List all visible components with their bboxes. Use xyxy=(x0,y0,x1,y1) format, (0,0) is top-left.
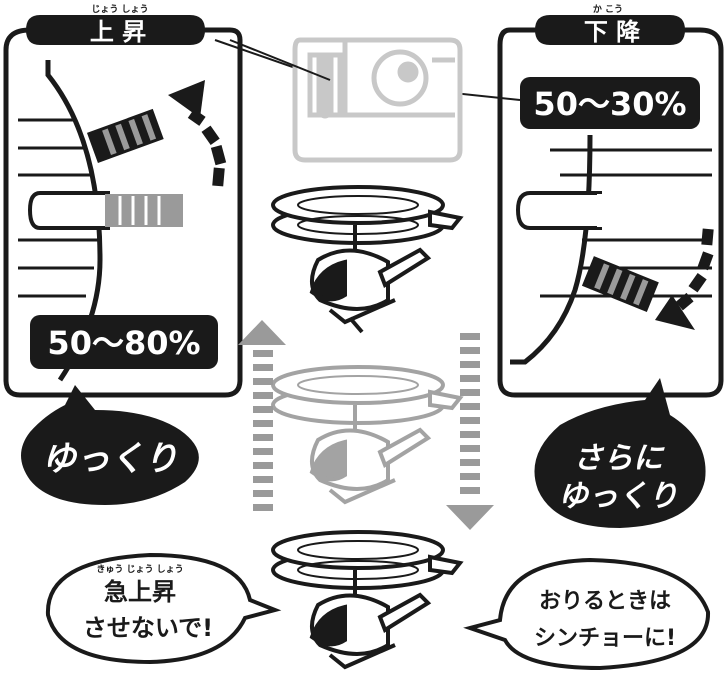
ascend-dashed-arrow xyxy=(238,320,286,511)
left-neutral-stick xyxy=(27,191,183,230)
svg-text:50〜30%: 50〜30% xyxy=(533,85,686,123)
right-neutral-stick xyxy=(515,191,677,230)
left-title: 上 昇 xyxy=(90,18,146,46)
right-descend-panel: か こう 下 降 50〜30% xyxy=(329,4,724,398)
left-speech-bubble: ゆっくり xyxy=(21,385,199,505)
left-ascend-panel: じょう しょう 上 昇 xyxy=(3,4,331,398)
svg-text:きゅう じょう しょう: きゅう じょう しょう xyxy=(96,564,183,575)
left-title-ruby: じょう しょう xyxy=(91,4,148,15)
svg-text:ゆっくり: ゆっくり xyxy=(558,479,678,514)
right-title-tab: か こう 下 降 xyxy=(535,4,685,46)
left-title-tab: じょう しょう 上 昇 xyxy=(26,4,205,46)
controller-icon xyxy=(292,37,463,163)
left-raised-stick xyxy=(86,108,164,163)
descend-dashed-arrow xyxy=(446,333,494,530)
bottom-left-speech-bubble: きゅう じょう しょう 急上昇 させないで! xyxy=(45,552,282,665)
svg-text:急上昇: 急上昇 xyxy=(104,578,176,606)
svg-text:させないで!: させないで! xyxy=(83,614,213,642)
svg-text:さらに: さらに xyxy=(573,441,665,476)
svg-text:ゆっくり: ゆっくり xyxy=(42,439,178,479)
helicopter-bottom-icon xyxy=(271,530,464,670)
svg-text:50〜80%: 50〜80% xyxy=(47,324,200,362)
left-up-arrow xyxy=(168,80,227,187)
right-speech-bubble: さらに ゆっくり xyxy=(534,378,706,528)
left-gauge-ticks xyxy=(18,118,98,298)
svg-text:おりるときは: おりるときは xyxy=(539,589,671,614)
helicopter-middle-icon xyxy=(271,365,464,505)
helicopter-top-icon xyxy=(271,185,464,334)
right-down-arrow xyxy=(655,228,714,330)
left-percent-label: 50〜80% xyxy=(30,315,218,369)
right-gauge-arc xyxy=(510,134,593,365)
right-percent-label: 50〜30% xyxy=(520,77,700,129)
right-title-ruby: か こう xyxy=(593,4,623,15)
bottom-right-speech-bubble: おりるときは シンチョーに! xyxy=(463,557,711,671)
svg-text:シンチョーに!: シンチョーに! xyxy=(534,626,676,651)
right-lowered-stick xyxy=(581,256,659,313)
right-title: 下 降 xyxy=(584,18,641,46)
